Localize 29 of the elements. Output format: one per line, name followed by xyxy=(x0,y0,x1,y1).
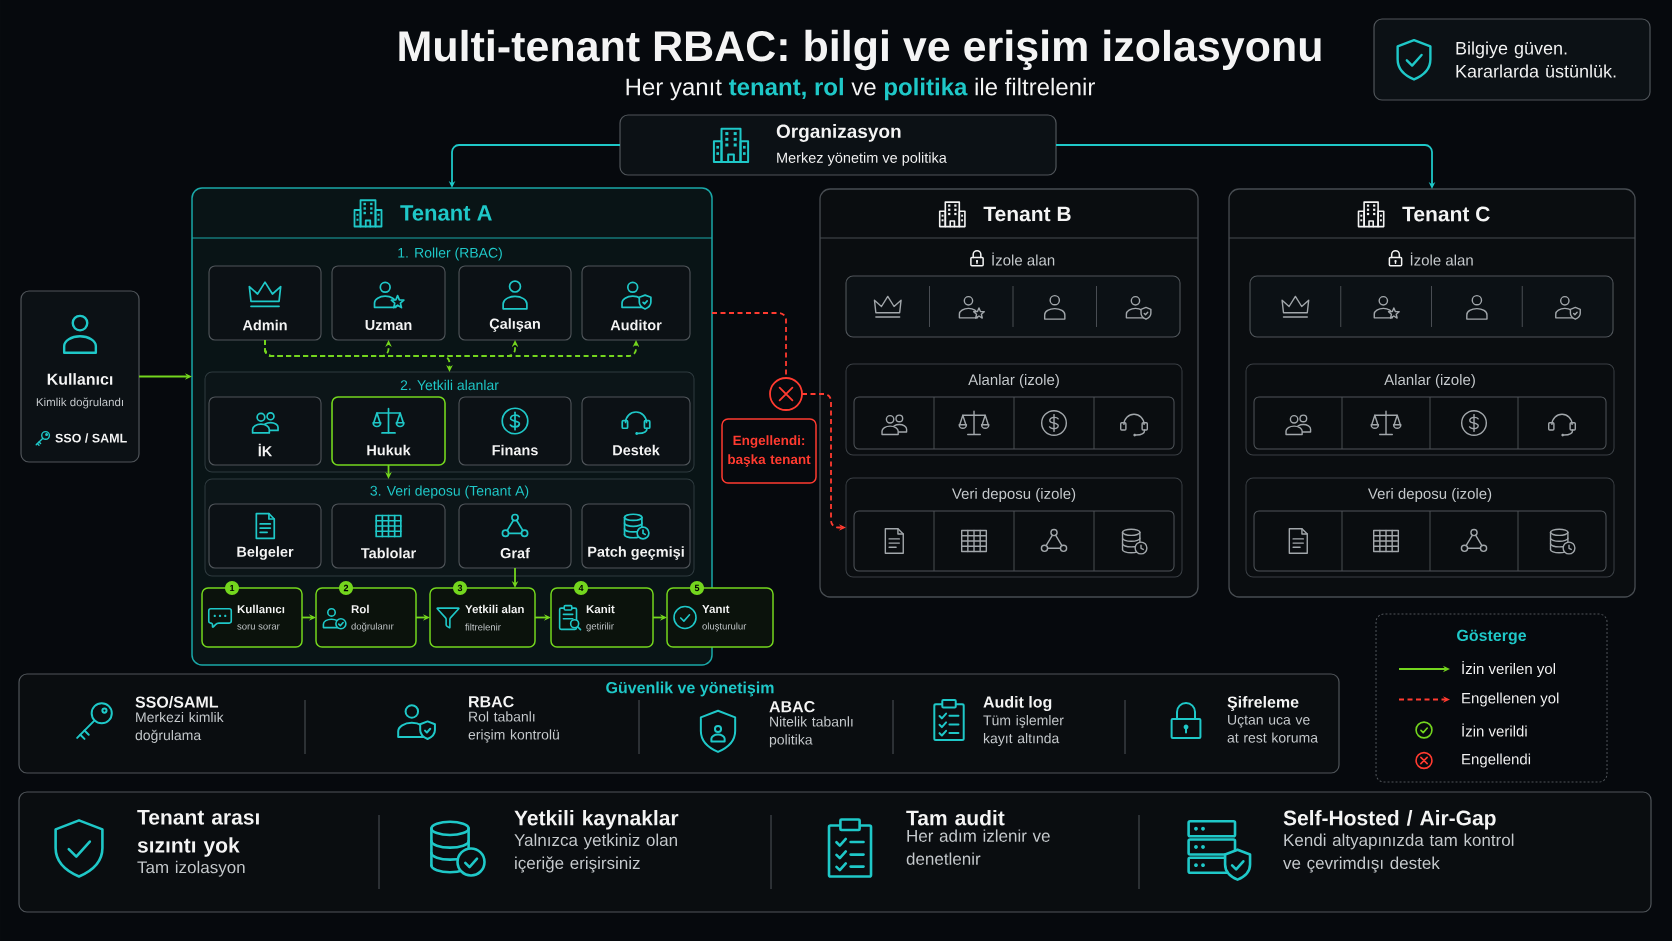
feature-text: Kendi altyapınızda tam kontrol ve çevrimdışı destek xyxy=(1283,833,1514,873)
blocked-note: Engellendi: başka tenant xyxy=(721,418,817,484)
feature-text: Uçtan uca ve at rest koruma xyxy=(1227,714,1319,743)
org-box: Organizasyon Merkez yönetim ve politika xyxy=(619,114,1057,176)
legend-text: Engellendi xyxy=(1462,753,1531,768)
feature-text: Tüm işlemler kayıt altında xyxy=(983,715,1064,747)
feature-title: RBAC xyxy=(469,696,514,708)
feature-title: Şifreleme xyxy=(1227,696,1299,711)
feature-title: Tam audit xyxy=(906,810,1005,826)
tagline-box: Bilgiye güven. Kararlarda üstünlük. xyxy=(1373,18,1651,101)
feature-title: Yetkili kaynaklar xyxy=(514,810,679,830)
feature-title: ABAC xyxy=(769,701,815,713)
feature-title: Tenant arası sızıntı yok xyxy=(137,810,259,857)
legend-text: Engellenen yol xyxy=(1462,692,1559,707)
feature-text: Rol tabanlı erişim kontrolü xyxy=(468,711,559,743)
feature-text: Tam izolasyon xyxy=(137,860,245,877)
feature-title: Audit log xyxy=(983,696,1052,711)
feature-title: Self-Hosted / Air-Gap xyxy=(1283,810,1496,830)
feature-text: Nitelik tabanlı politika xyxy=(769,716,853,748)
title: Multi-tenant RBAC: bilgi ve erişim izolasyonu xyxy=(399,29,1321,71)
arrow xyxy=(1055,144,1436,189)
feature-text: Merkezi kimlik doğrulama xyxy=(135,711,224,743)
feature-title: SSO/SAML xyxy=(135,696,219,708)
feature-text: Her adım izlenir ve denetlenir xyxy=(906,829,1050,865)
legend-text: İzin verilen yol xyxy=(1462,660,1555,678)
x-circle xyxy=(769,377,803,411)
user-card: Kullanıcı Kimlik doğrulandı SSO / SAML xyxy=(20,290,140,463)
feature-text: Yalnızca yetkiniz olan içeriğe erişirsiniz xyxy=(514,833,677,873)
legend-text: İzin verildi xyxy=(1462,723,1527,737)
